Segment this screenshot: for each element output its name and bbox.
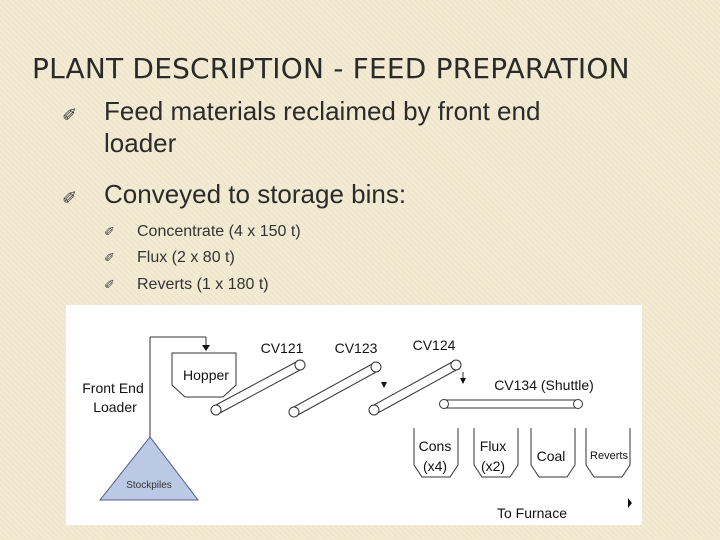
- flow-diagram-svg: Stockpiles Front End Loader Hopper CV121…: [82, 336, 632, 521]
- stockpile-shape: [98, 436, 200, 501]
- cv121-label: CV121: [261, 340, 304, 356]
- svg-text:Coal: Coal: [537, 448, 566, 464]
- svg-text:Reverts: Reverts: [590, 450, 628, 462]
- conveyor-cv123: [288, 361, 382, 418]
- bullet-text: Conveyed to storage bins:: [104, 179, 407, 209]
- pencil-tip-icon: ✐: [62, 105, 78, 125]
- conveyor-cv124: [368, 359, 462, 416]
- arrow-head: [628, 498, 632, 508]
- small-pencil-icon: ✐: [104, 250, 115, 265]
- svg-text:(x2): (x2): [481, 458, 505, 474]
- sub-bullet-text: Flux (2 x 80 t): [137, 249, 235, 266]
- small-pencil-icon: ✐: [104, 277, 115, 292]
- svg-text:(x4): (x4): [423, 458, 447, 474]
- bin-flux: Flux (x2): [473, 428, 519, 478]
- slide-title: PLANT DESCRIPTION - FEED PREPARATION: [32, 52, 630, 85]
- cv134-shuttle-label: CV134 (Shuttle): [494, 377, 594, 393]
- hopper-shape: [171, 352, 237, 398]
- bin-coal: Coal: [530, 428, 576, 478]
- svg-text:Flux: Flux: [480, 438, 506, 454]
- svg-text:Cons: Cons: [419, 438, 452, 454]
- bin-reverts: Reverts: [585, 428, 631, 478]
- front-end-loader-label: Loader: [93, 399, 137, 415]
- to-furnace-label: To Furnace: [497, 505, 567, 521]
- sub-bullet-text: Reverts (1 x 180 t): [137, 276, 269, 293]
- bullet-text-line1: Feed materials reclaimed by front end: [104, 96, 541, 126]
- bullet-list: ✐ Feed materials reclaimed by front end …: [62, 96, 541, 293]
- small-pencil-icon: ✐: [104, 224, 115, 239]
- front-end-loader-label: Front End: [82, 380, 143, 396]
- bullet-text-line2: loader: [104, 128, 177, 158]
- cv123-label: CV123: [335, 340, 378, 356]
- sub-bullet-text: Concentrate (4 x 150 t): [137, 223, 301, 240]
- pencil-tip-icon: ✐: [62, 188, 78, 208]
- conveyor-cv121: [210, 359, 306, 416]
- bin-cons: Cons (x4): [413, 428, 459, 478]
- cv124-label: CV124: [413, 337, 456, 353]
- conveyor-cv134-shuttle: [439, 399, 583, 409]
- hopper-label: Hopper: [183, 367, 229, 383]
- feed-preparation-diagram: Stockpiles Front End Loader Hopper CV121…: [66, 305, 642, 525]
- stockpiles-label: Stockpiles: [126, 480, 172, 491]
- arrow-head: [460, 378, 466, 384]
- arrow-head: [381, 382, 387, 388]
- arrow-head: [202, 345, 210, 351]
